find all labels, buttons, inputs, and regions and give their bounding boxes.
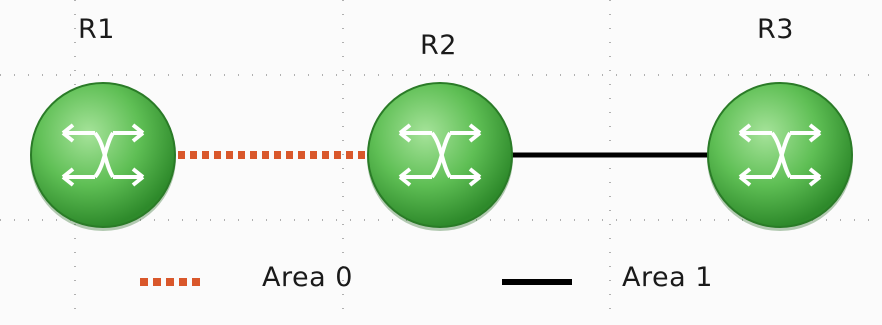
router-r1-icon[interactable] bbox=[30, 82, 176, 231]
legend-area1-label: Area 1 bbox=[622, 262, 713, 293]
legend-area0-label: Area 0 bbox=[262, 262, 353, 293]
router-label-r2: R2 bbox=[420, 30, 457, 61]
router-r2-icon[interactable] bbox=[367, 82, 513, 231]
router-label-r3: R3 bbox=[757, 14, 794, 45]
router-r3-icon[interactable] bbox=[707, 82, 853, 231]
router-label-r1: R1 bbox=[78, 14, 115, 45]
